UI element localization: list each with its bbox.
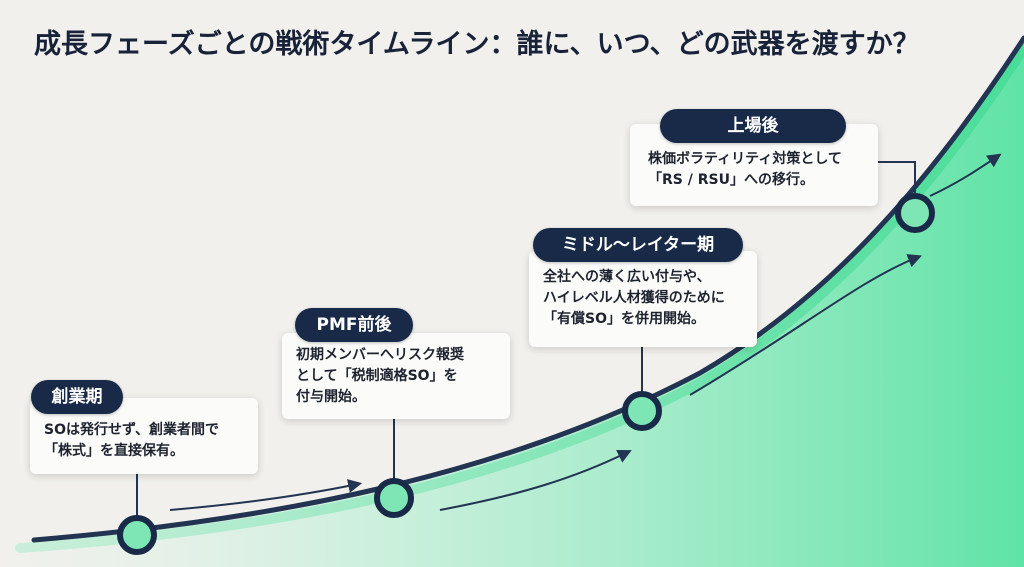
arrow-1 [169,479,363,511]
arrow-2 [439,450,632,511]
growth-area [0,40,1024,567]
stage-label-post-ipo: 上場後 [660,109,846,143]
stage-text-line: 付与開始。 [296,389,366,405]
stage-text-line: 全社への薄く広い付与や、 [543,269,711,285]
stage-label-founding: 創業期 [31,380,123,414]
connector-4 [878,161,916,196]
stage-label-pmf: PMF前後 [295,308,413,342]
stage-text-line: 「有償SO」を併用開始。 [543,311,705,327]
stage-text-line: ハイレベル人材獲得のために [543,290,725,306]
growth-curve [31,35,1024,543]
stage-text-line: として「税制適格SO」を [296,368,458,384]
stage-card-middle-late: 全社への薄く広い付与や、 ハイレベル人材獲得のために 「有償SO」を併用開始。 [529,251,757,347]
node-4 [895,193,935,233]
stage-text-line: 初期メンバーへリスク報奨 [296,347,464,363]
stage-text-line: SOは発行せず、創業者間で [44,422,220,438]
stage-card-pmf: 初期メンバーへリスク報奨 として「税制適格SO」を 付与開始。 [282,333,510,419]
page-title: 成長フェーズごとの戦術タイムライン：誰に、いつ、どの武器を渡すか？ [34,29,920,60]
stage-label-middle-late: ミドル〜レイター期 [533,228,743,262]
node-3 [622,391,662,431]
stage-text-line: 「RS / RSU」への移行。 [648,172,814,188]
node-1 [117,515,157,555]
node-2 [374,478,414,518]
stage-text-line: 「株式」を直接保有。 [44,443,184,459]
stage-text-line: 株価ボラティリティ対策として [648,151,842,167]
arrow-3 [689,254,922,396]
arrow-4 [929,153,1002,197]
